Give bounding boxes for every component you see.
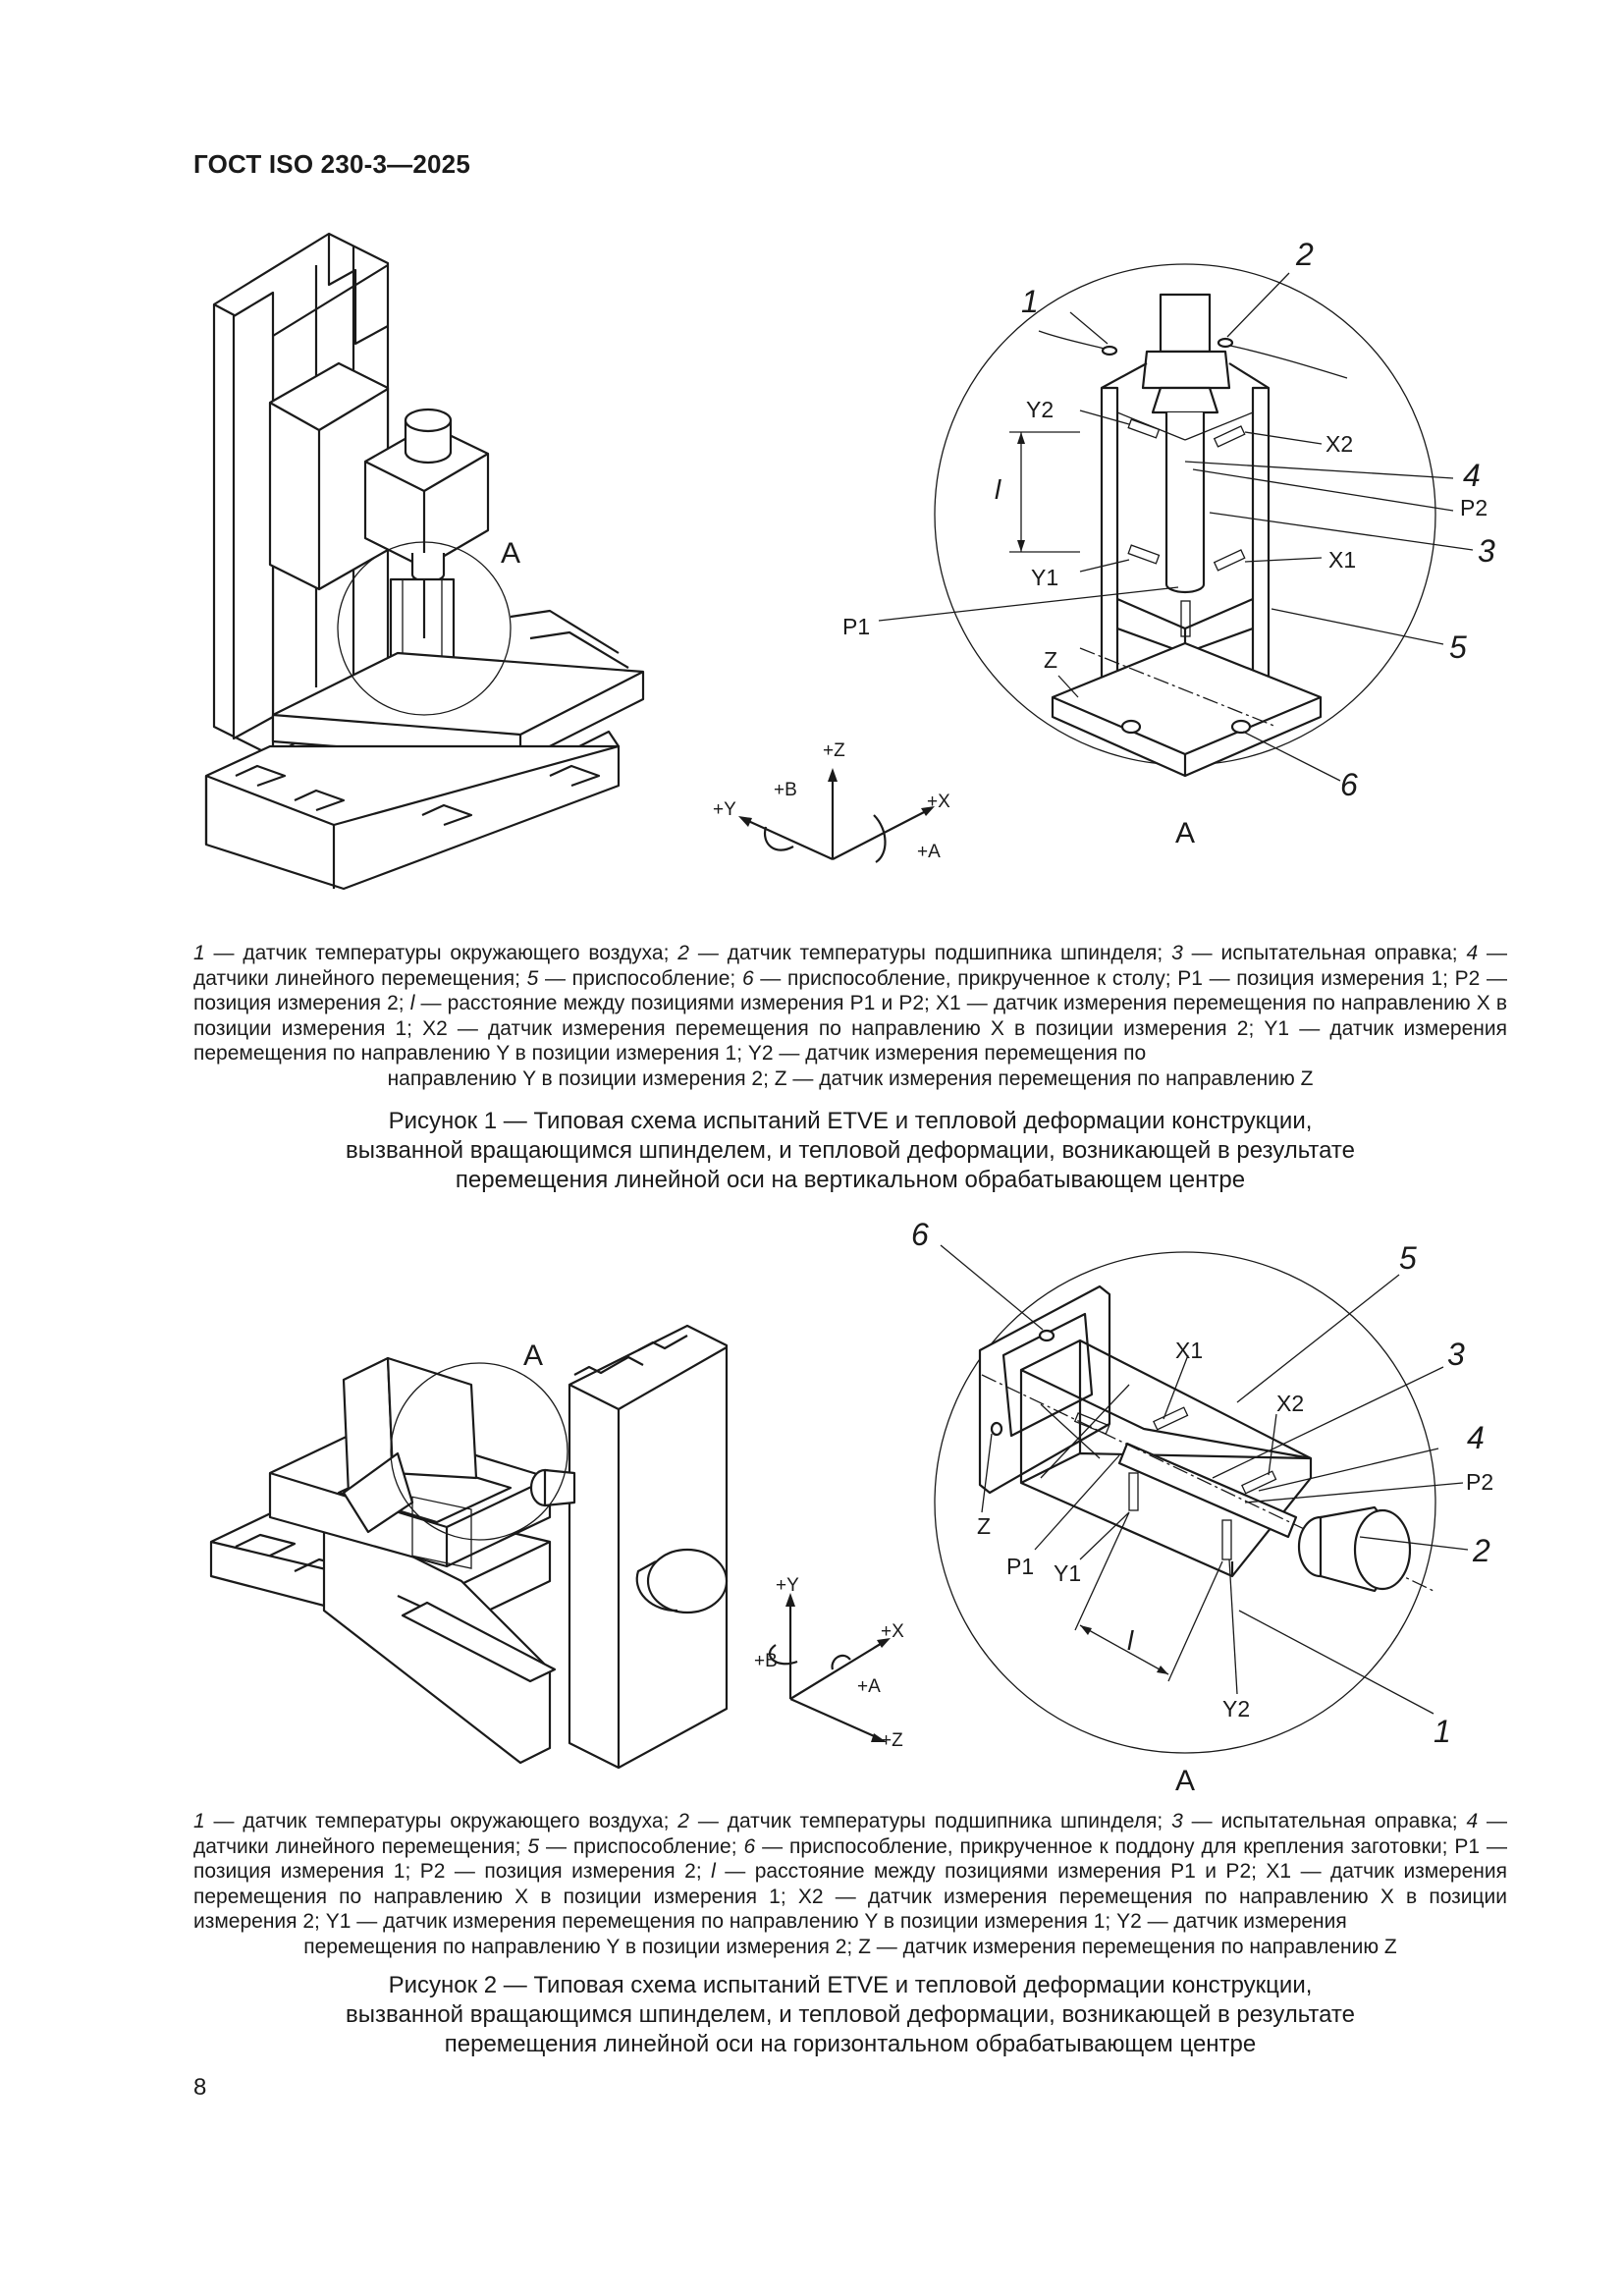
figure-1-caption: Рисунок 1 — Типовая схема испытаний ETVE…: [345, 1108, 1355, 1193]
callout-4: 4: [1463, 458, 1481, 493]
detail-a-title: A: [1175, 817, 1195, 849]
label2-z: Z: [977, 1513, 991, 1539]
axis2-plus-a: +A: [857, 1676, 881, 1697]
axis2-plus-y: +Y: [776, 1575, 799, 1596]
detail-a-title-2: A: [1175, 1765, 1195, 1797]
callout-2: 2: [1295, 237, 1314, 272]
label-z: Z: [1044, 647, 1057, 673]
axis-plus-x: +X: [927, 792, 950, 812]
axis-plus-a: +A: [917, 842, 941, 862]
axis-plus-y: +Y: [713, 799, 736, 820]
callout2-5: 5: [1399, 1240, 1417, 1276]
callout-6: 6: [1340, 767, 1358, 802]
label-y2: Y2: [1026, 397, 1054, 422]
figure-2-legend: 1 — датчик температуры окружающего возду…: [193, 1810, 1507, 1958]
figure-2-caption: Рисунок 2 — Типовая схема испытаний ETVE…: [345, 1972, 1355, 2057]
axes-diagram-1: +Z +B +Y +X +A: [713, 740, 950, 863]
detail-a-view-1: l 1 2 4 3 5 6 Y2 X2 P2 X1 Y1 P1 Z A: [842, 237, 1495, 849]
axis-plus-z: +Z: [823, 740, 845, 761]
axis2-plus-z: +Z: [881, 1730, 903, 1751]
detail-a-view-2: l 6 5 3 4 2 1 X1 X2 P2 Z P1 Y1 Y2 A: [911, 1217, 1493, 1797]
label2-p2: P2: [1466, 1469, 1493, 1495]
vertical-machining-center-drawing: A: [204, 232, 645, 891]
callout2-3: 3: [1447, 1337, 1465, 1372]
label2-x2: X2: [1276, 1391, 1304, 1416]
label2-y1: Y1: [1054, 1560, 1081, 1586]
label-y1: Y1: [1031, 565, 1058, 590]
callout-3: 3: [1478, 533, 1495, 569]
axis2-plus-b: +B: [754, 1651, 778, 1671]
callout-1: 1: [1021, 284, 1039, 319]
axis-plus-b: +B: [774, 780, 797, 800]
dimension-l: l: [995, 474, 1001, 505]
dimension-l-2: l: [1127, 1625, 1134, 1656]
label2-x1: X1: [1175, 1338, 1203, 1363]
axes-diagram-2: +Y +B +X +A +Z: [754, 1575, 904, 1751]
label-x2: X2: [1325, 431, 1353, 457]
label-p2: P2: [1460, 495, 1488, 520]
label-p1: P1: [842, 614, 870, 639]
label-x1: X1: [1328, 547, 1356, 573]
callout-5: 5: [1449, 629, 1467, 665]
figure-2: A +Y +B +X +A +Z: [0, 1198, 1623, 1817]
label2-y2: Y2: [1222, 1696, 1250, 1722]
figure-1-legend: 1 — датчик температуры окружающего возду…: [193, 942, 1507, 1090]
page-number: 8: [193, 2074, 207, 2101]
callout2-6: 6: [911, 1217, 929, 1252]
callout2-1: 1: [1434, 1714, 1451, 1749]
document-header: ГОСТ ISO 230-3—2025: [193, 149, 471, 179]
detail-a-marker-2: A: [523, 1339, 543, 1372]
horizontal-machining-center-drawing: A: [209, 1324, 729, 1770]
figure-1: A +Z +B +Y +X +A: [0, 0, 1623, 923]
callout2-4: 4: [1467, 1420, 1485, 1455]
axis2-plus-x: +X: [881, 1621, 904, 1642]
detail-a-marker: A: [501, 537, 520, 570]
label2-p1: P1: [1006, 1554, 1034, 1579]
callout2-2: 2: [1472, 1533, 1490, 1568]
